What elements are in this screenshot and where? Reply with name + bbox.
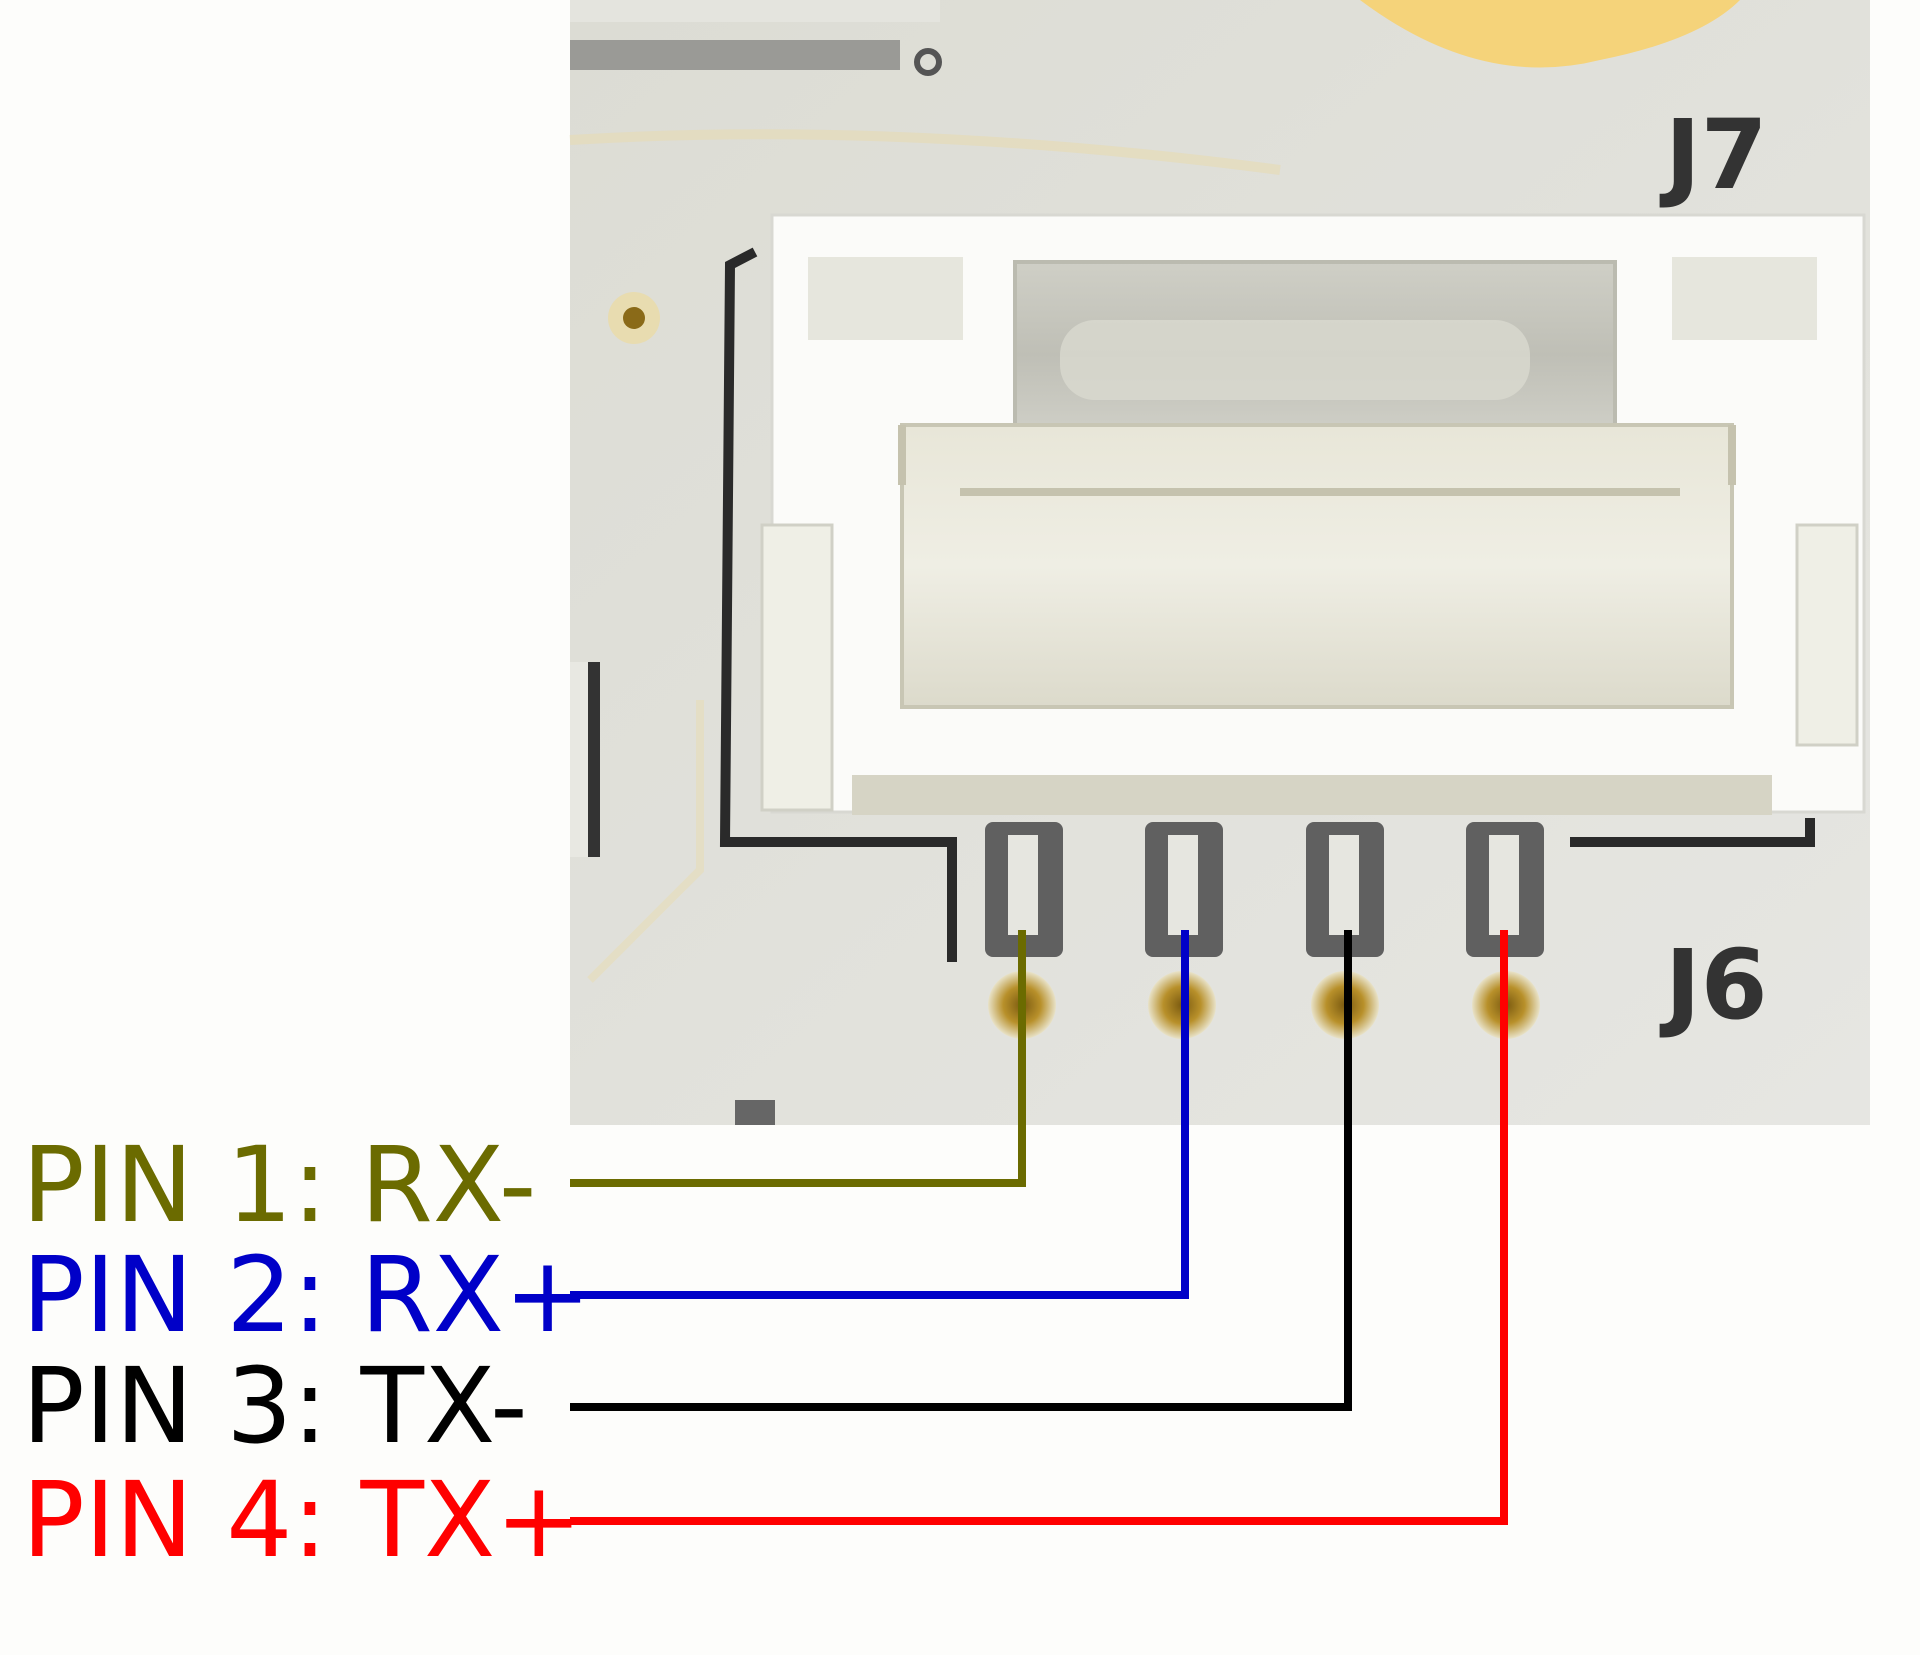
pcb-component-top [570,0,940,22]
j7-silkscreen-outline [1570,818,1815,847]
pin-4-wire [570,930,1508,1525]
j6-pin-leg-highlight [1489,835,1519,935]
pin-3-label: PIN 3: TX- [22,1345,528,1467]
pin-leader-lines [570,930,1508,1525]
j6-label: J6 [1659,929,1768,1041]
pin-1-label: PIN 1: RX- [22,1124,536,1246]
pcb-component-top [570,40,900,70]
j7-latch-right [1672,257,1817,340]
pcb-trace [569,129,1281,175]
j6-pin-leg-highlight [1329,835,1359,935]
pcb-photo: J7 J6 [569,0,1870,1125]
pcb-test-point [914,48,942,76]
j7-cavity-inner [1060,320,1530,400]
j7-label: J7 [1659,99,1768,211]
j6-pin-leg-highlight [1168,835,1198,935]
pcb-via [623,307,645,329]
j6-pin-legs [985,822,1544,957]
pcb-component-left [570,662,588,857]
j6-pin-leg-highlight [1008,835,1038,935]
pin-labels: PIN 1: RX- PIN 2: RX+ PIN 3: TX- PIN 4: … [22,1124,591,1581]
pin-3-wire [570,930,1352,1411]
pin-2-wire [570,930,1189,1299]
j7-latch-left [808,257,963,340]
pcb-component-bottom [735,1100,775,1125]
pin-1-wire [570,930,1026,1187]
j6-header-lip [852,775,1772,815]
j7-side-tab [760,523,834,812]
j6-header-body [900,423,1734,709]
j6-header-top-ridge [898,425,1736,496]
j7-connector [760,213,1866,815]
j7-silkscreen-outline [719,247,957,962]
pin-2-label: PIN 2: RX+ [22,1234,591,1356]
pcb-yellow-component [1360,0,1740,68]
pin-4-label: PIN 4: TX+ [22,1459,582,1581]
pcb-trace [587,700,704,983]
j7-side-tab [1795,523,1859,747]
